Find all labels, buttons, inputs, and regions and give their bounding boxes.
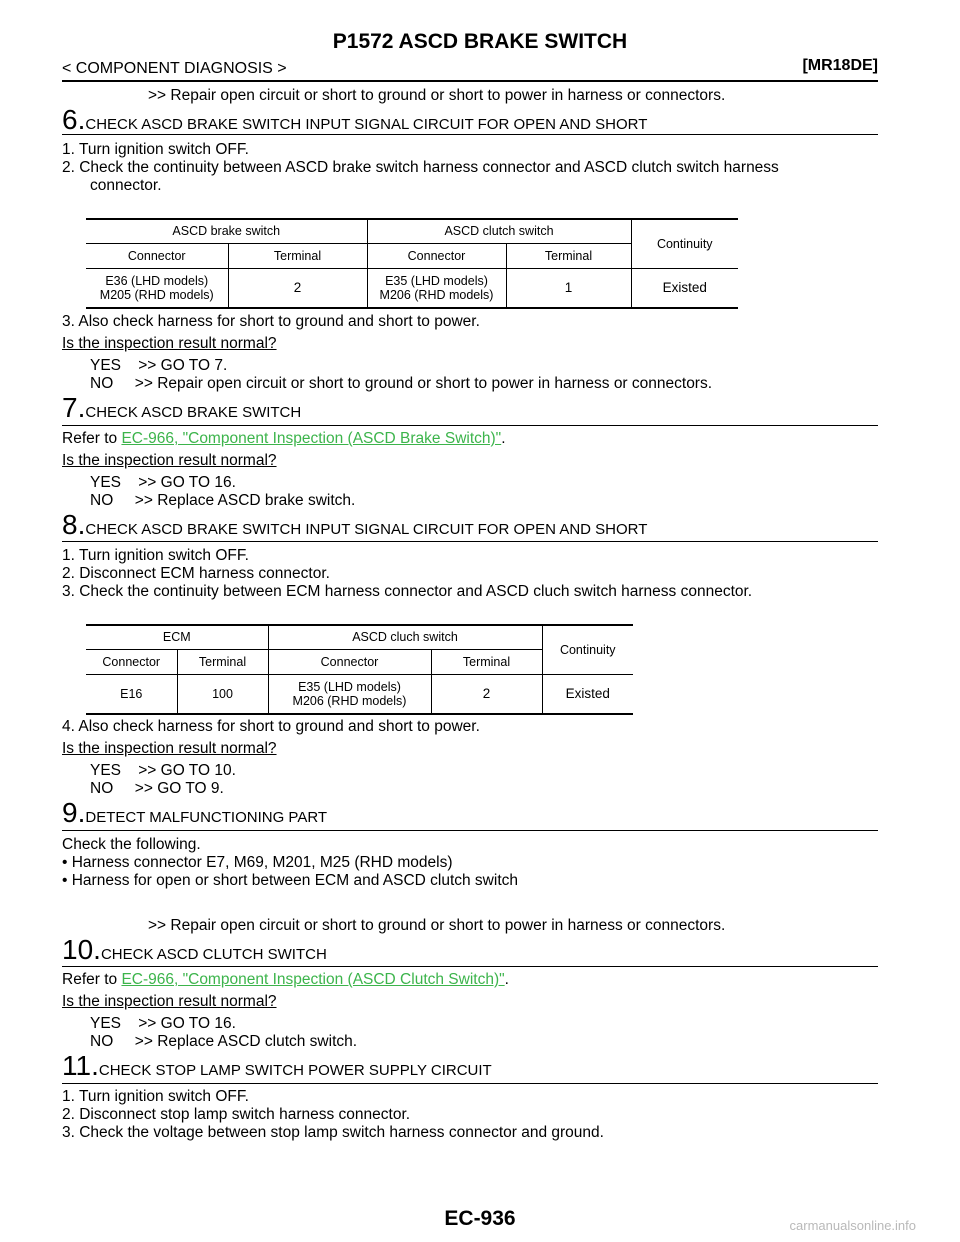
continuity-table-1: ASCD brake switch ASCD clutch switch Con…: [86, 218, 738, 309]
cell-line: E35 (LHD models): [385, 273, 488, 288]
step-10-heading: 10.CHECK ASCD CLUTCH SWITCH: [62, 936, 327, 964]
table-cell: E35 (LHD models)M206 (RHD models): [366, 267, 506, 309]
step-line: 1. Turn ignition switch OFF.: [62, 141, 249, 158]
step-number: 7.: [62, 392, 86, 423]
inspection-question: Is the inspection result normal?: [62, 740, 277, 757]
answer-yes: YES >> GO TO 16.: [90, 474, 236, 491]
answer-no: NO >> Repair open circuit or short to gr…: [90, 375, 713, 392]
step-line: 1. Turn ignition switch OFF.: [62, 1088, 249, 1105]
step-line: 2. Disconnect stop lamp switch harness c…: [62, 1106, 411, 1123]
answer-no: NO >> Replace ASCD clutch switch.: [90, 1033, 358, 1050]
table-cell: E16: [86, 673, 177, 715]
page-number: EC-936: [444, 1207, 516, 1230]
answer-no: NO >> GO TO 9.: [90, 780, 224, 797]
table-subheader: Terminal: [505, 242, 631, 268]
continuity-table-2: ECM ASCD cluch switch Continuity Connect…: [86, 624, 633, 715]
step-number: 10.: [62, 934, 101, 965]
inspection-question: Is the inspection result normal?: [62, 452, 277, 469]
answer-yes: YES >> GO TO 10.: [90, 762, 236, 779]
table-header: ASCD brake switch: [86, 218, 367, 243]
table-subheader: Terminal: [176, 648, 268, 674]
table-cell: 100: [176, 673, 268, 715]
cell-line: E36 (LHD models): [105, 273, 209, 288]
table-cell: Existed: [541, 673, 633, 715]
answer-no: NO >> Replace ASCD brake switch.: [90, 492, 356, 509]
step-line: 3. Check the voltage between stop lamp s…: [62, 1124, 604, 1141]
step-title: CHECK ASCD BRAKE SWITCH INPUT SIGNAL CIR…: [85, 116, 648, 133]
ref-suffix: .: [501, 430, 506, 447]
step-6-heading: 6.CHECK ASCD BRAKE SWITCH INPUT SIGNAL C…: [62, 106, 647, 134]
answer-yes: YES >> GO TO 16.: [90, 1015, 236, 1032]
table-subheader: Connector: [86, 648, 177, 674]
table-cell: 1: [505, 267, 631, 309]
step-7-heading: 7.CHECK ASCD BRAKE SWITCH: [62, 394, 301, 422]
step-line: 4. Also check harness for short to groun…: [62, 718, 480, 735]
step-11-heading: 11.CHECK STOP LAMP SWITCH POWER SUPPLY C…: [62, 1052, 492, 1080]
table-header: Continuity: [541, 624, 633, 674]
step-rule: [62, 134, 878, 135]
table-cell: 2: [430, 673, 542, 715]
step-line: 3. Check the continuity between ECM harn…: [62, 583, 753, 600]
table-header: ASCD cluch switch: [267, 624, 542, 649]
header-rule: [62, 80, 878, 82]
page-title: P1572 ASCD BRAKE SWITCH: [332, 30, 628, 53]
section-label: < COMPONENT DIAGNOSIS >: [62, 60, 287, 77]
step-line: 3. Also check harness for short to groun…: [62, 313, 480, 330]
table-subheader: Terminal: [430, 648, 542, 674]
step-rule: [62, 425, 878, 426]
table-cell: E35 (LHD models)M206 (RHD models): [267, 673, 431, 715]
repair-text: >> Repair open circuit or short to groun…: [148, 917, 726, 934]
step-title: DETECT MALFUNCTIONING PART: [85, 809, 328, 826]
repair-text: >> Repair open circuit or short to groun…: [148, 87, 726, 104]
inspection-question: Is the inspection result normal?: [62, 335, 277, 352]
bullet-item: • Harness connector E7, M69, M201, M25 (…: [62, 854, 453, 871]
step-line: 2. Check the continuity between ASCD bra…: [62, 159, 779, 176]
step-line: 1. Turn ignition switch OFF.: [62, 547, 249, 564]
reference-link[interactable]: EC-966, "Component Inspection (ASCD Clut…: [121, 971, 505, 988]
cell-line: M206 (RHD models): [379, 287, 494, 302]
step-title: CHECK ASCD BRAKE SWITCH INPUT SIGNAL CIR…: [85, 521, 648, 538]
step-number: 6.: [62, 104, 86, 135]
table-cell: Existed: [630, 267, 738, 309]
ref-suffix: .: [504, 971, 509, 988]
table-cell: 2: [227, 267, 367, 309]
table-header: ECM: [86, 624, 268, 649]
step-rule: [62, 830, 878, 831]
table-subheader: Connector: [366, 242, 506, 268]
step-rule: [62, 1083, 878, 1084]
step-title: CHECK ASCD BRAKE SWITCH: [85, 404, 302, 421]
reference-line: Refer to EC-966, "Component Inspection (…: [62, 971, 509, 989]
step-number: 8.: [62, 509, 86, 540]
cell-line: M206 (RHD models): [292, 693, 407, 708]
reference-link[interactable]: EC-966, "Component Inspection (ASCD Brak…: [121, 430, 502, 447]
ref-prefix: Refer to: [62, 430, 122, 447]
cell-line: M205 (RHD models): [99, 287, 214, 302]
step-line: 2. Disconnect ECM harness connector.: [62, 565, 330, 582]
step-title: CHECK ASCD CLUTCH SWITCH: [100, 946, 327, 963]
table-header: ASCD clutch switch: [366, 218, 631, 243]
table-cell: E36 (LHD models)M205 (RHD models): [86, 267, 228, 309]
step-rule: [62, 541, 878, 542]
table-subheader: Connector: [86, 242, 228, 268]
cell-line: E35 (LHD models): [298, 679, 401, 694]
model-label: [MR18DE]: [802, 57, 878, 74]
ref-prefix: Refer to: [62, 971, 122, 988]
step-number: 9.: [62, 797, 86, 828]
step-title: CHECK STOP LAMP SWITCH POWER SUPPLY CIRC…: [98, 1062, 492, 1079]
answer-yes: YES >> GO TO 7.: [90, 357, 228, 374]
inspection-question: Is the inspection result normal?: [62, 993, 277, 1010]
reference-line: Refer to EC-966, "Component Inspection (…: [62, 430, 506, 448]
table-subheader: Terminal: [227, 242, 367, 268]
step-line: Check the following.: [62, 836, 201, 853]
bullet-item: • Harness for open or short between ECM …: [62, 872, 518, 889]
step-rule: [62, 966, 878, 967]
step-8-heading: 8.CHECK ASCD BRAKE SWITCH INPUT SIGNAL C…: [62, 511, 647, 539]
table-header: Continuity: [630, 218, 738, 268]
table-subheader: Connector: [267, 648, 431, 674]
step-9-heading: 9.DETECT MALFUNCTIONING PART: [62, 799, 327, 827]
watermark: carmanualsonline.info: [789, 1218, 916, 1233]
step-line: connector.: [90, 177, 162, 194]
step-number: 11.: [62, 1050, 99, 1081]
